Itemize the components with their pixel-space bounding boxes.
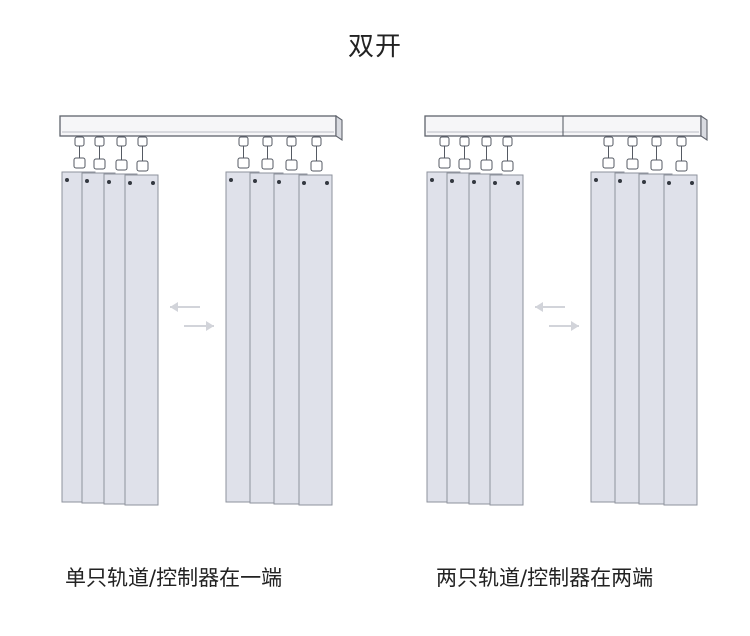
blade-body	[663, 174, 698, 506]
caption-single-track: 单只轨道/控制器在一端	[65, 566, 283, 590]
carrier	[311, 136, 322, 147]
track	[424, 114, 708, 142]
caption-double-track: 两只轨道/控制器在两端	[436, 566, 654, 590]
curtain-blade	[124, 136, 159, 506]
track-face	[59, 115, 337, 137]
blade-hole	[325, 181, 329, 185]
blade-hole	[493, 181, 497, 185]
hanger-hook	[136, 160, 149, 172]
hanger-hook	[115, 159, 128, 171]
hanger-hook	[93, 158, 106, 170]
blade-body	[124, 174, 159, 506]
carrier	[94, 136, 105, 147]
hanger-hook	[480, 159, 493, 171]
arrow-head	[206, 321, 214, 331]
curtain-blade	[663, 136, 698, 506]
hanger-hook	[675, 160, 688, 172]
blade-hole	[229, 178, 233, 182]
carrier	[137, 136, 148, 147]
carrier	[603, 136, 614, 147]
carrier	[116, 136, 127, 147]
carrier	[481, 136, 492, 147]
blade-hole	[253, 179, 257, 183]
hanger-hook	[602, 157, 615, 169]
carrier	[502, 136, 513, 147]
carrier	[439, 136, 450, 147]
track-end	[335, 114, 343, 142]
carrier	[459, 136, 470, 147]
blade-hole	[594, 178, 598, 182]
arrow-close	[170, 302, 200, 312]
arrow-open	[184, 321, 214, 331]
panel-double-track	[424, 114, 708, 506]
arrow-open	[549, 321, 579, 331]
blade-hole	[151, 181, 155, 185]
carrier	[676, 136, 687, 147]
panel-single-track	[59, 114, 343, 506]
hanger-hook	[285, 159, 298, 171]
blade-hole	[302, 181, 306, 185]
page-title: 双开	[347, 32, 402, 62]
track-end	[700, 114, 708, 142]
hanger-hook	[650, 159, 663, 171]
hanger-hook	[501, 160, 514, 172]
arrow-close	[535, 302, 565, 312]
hanger-hook	[73, 157, 86, 169]
hanger-hook	[310, 160, 323, 172]
carrier	[74, 136, 85, 147]
blade-hole	[472, 180, 476, 184]
hanger-hook	[438, 157, 451, 169]
arrow-head	[571, 321, 579, 331]
curtain-blade	[298, 136, 333, 506]
hanger-hook	[626, 158, 639, 170]
blade-hole	[65, 178, 69, 182]
blade-hole	[516, 181, 520, 185]
curtain-blade	[489, 136, 524, 506]
blade-hole	[618, 179, 622, 183]
carrier	[627, 136, 638, 147]
arrow-head	[535, 302, 543, 312]
hanger-hook	[237, 157, 250, 169]
carrier	[286, 136, 297, 147]
arrow-head	[170, 302, 178, 312]
carrier	[651, 136, 662, 147]
blade-hole	[430, 178, 434, 182]
blade-hole	[107, 180, 111, 184]
carrier	[238, 136, 249, 147]
blade-hole	[667, 181, 671, 185]
blade-hole	[690, 181, 694, 185]
blade-hole	[128, 181, 132, 185]
carrier	[262, 136, 273, 147]
track	[59, 114, 343, 142]
blade-body	[489, 174, 524, 506]
blade-hole	[85, 179, 89, 183]
hanger-hook	[261, 158, 274, 170]
blade-body	[298, 174, 333, 506]
blade-hole	[642, 180, 646, 184]
blade-hole	[277, 180, 281, 184]
hanger-hook	[458, 158, 471, 170]
blade-hole	[450, 179, 454, 183]
